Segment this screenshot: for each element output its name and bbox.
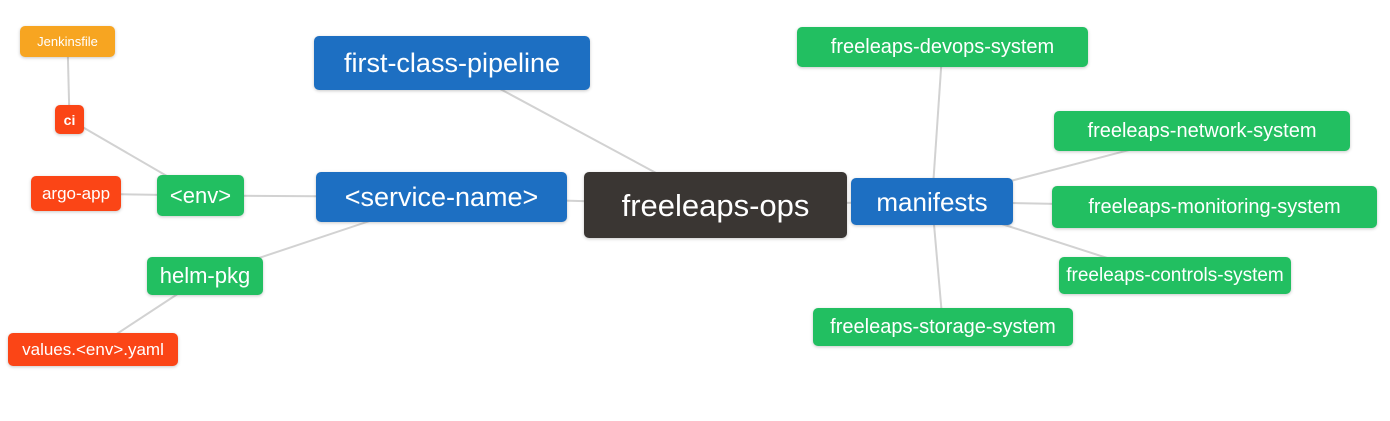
node-values-env-yaml[interactable]: values.<env>.yaml (8, 333, 178, 366)
node-jenkinsfile[interactable]: Jenkinsfile (20, 26, 115, 57)
node-service-name[interactable]: <service-name> (316, 172, 567, 222)
node-argo-app[interactable]: argo-app (31, 176, 121, 211)
node-freeleaps-devops-system[interactable]: freeleaps-devops-system (797, 27, 1088, 67)
node-freeleaps-network-system[interactable]: freeleaps-network-system (1054, 111, 1350, 151)
node-freeleaps-storage-system[interactable]: freeleaps-storage-system (813, 308, 1073, 346)
node-freeleaps-monitoring-system[interactable]: freeleaps-monitoring-system (1052, 186, 1377, 228)
node-helm-pkg[interactable]: helm-pkg (147, 257, 263, 295)
node-freeleaps-ops[interactable]: freeleaps-ops (584, 172, 847, 238)
node-ci[interactable]: ci (55, 105, 84, 134)
node-first-class-pipeline[interactable]: first-class-pipeline (314, 36, 590, 90)
node-manifests[interactable]: manifests (851, 178, 1013, 225)
node-env[interactable]: <env> (157, 175, 244, 216)
edge-manifests-devops-system (931, 46, 944, 202)
node-freeleaps-controls-system[interactable]: freeleaps-controls-system (1059, 257, 1291, 294)
